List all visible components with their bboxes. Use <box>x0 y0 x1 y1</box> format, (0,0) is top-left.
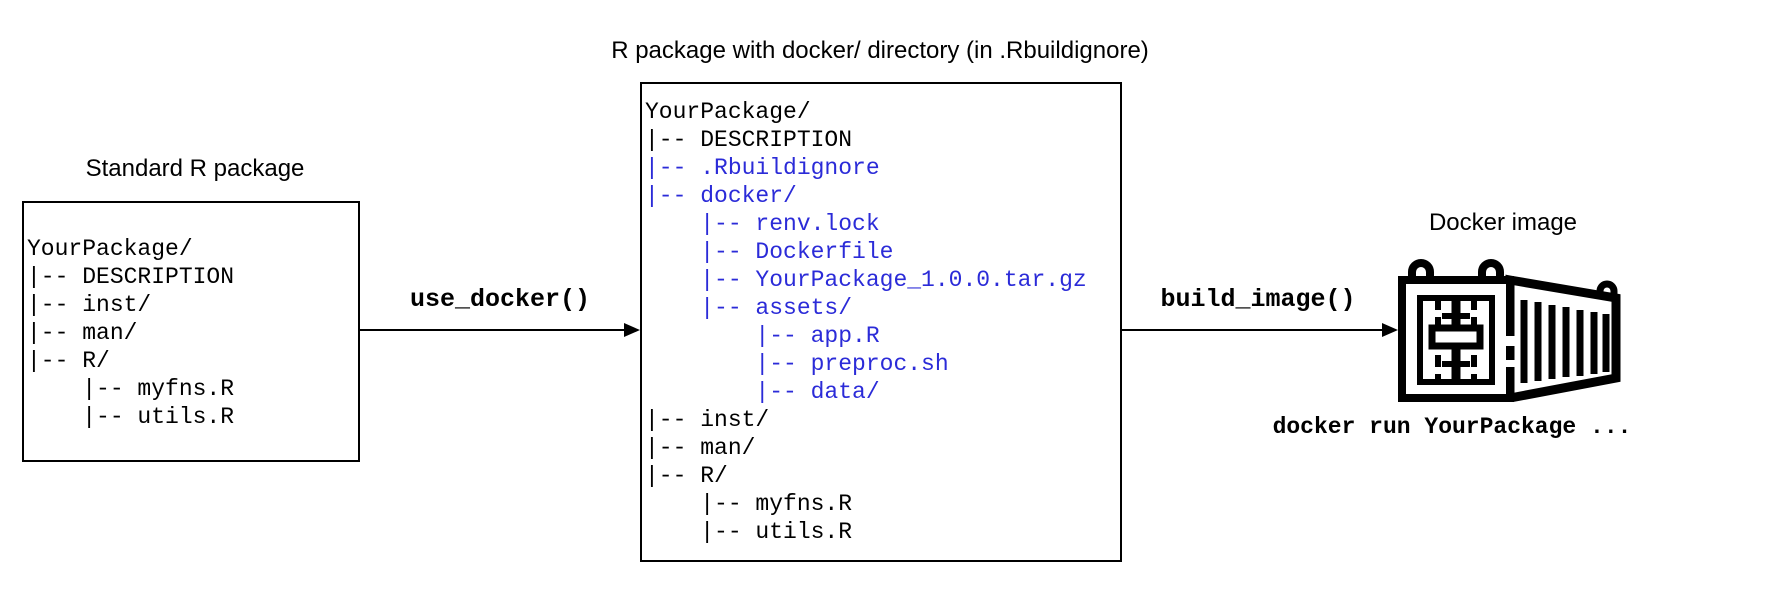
left-package-tree: YourPackage/|-- DESCRIPTION|-- inst/|-- … <box>24 203 358 431</box>
build-image-arrow <box>1122 323 1398 337</box>
middle-package-tree: YourPackage/|-- DESCRIPTION|-- .Rbuildig… <box>642 84 1120 546</box>
use-docker-arrow-label: use_docker() <box>409 285 591 314</box>
tree-line: |-- YourPackage_1.0.0.tar.gz <box>645 267 1087 293</box>
tree-line: |-- man/ <box>27 320 138 346</box>
tree-line: |-- preproc.sh <box>645 351 949 377</box>
tree-line: YourPackage/ <box>645 99 811 125</box>
tree-line: |-- myfns.R <box>27 376 235 402</box>
tree-line: |-- myfns.R <box>645 491 853 517</box>
docker-image-title: Docker image <box>1428 209 1578 236</box>
tree-line: |-- Dockerfile <box>645 239 894 265</box>
left-package-title: Standard R package <box>85 155 305 182</box>
tree-line: YourPackage/ <box>27 236 193 262</box>
tree-line: |-- app.R <box>645 323 880 349</box>
tree-line: |-- inst/ <box>27 292 152 318</box>
docker-run-caption: docker run YourPackage ... <box>1272 414 1632 440</box>
tree-line: |-- R/ <box>645 463 728 489</box>
middle-package-title: R package with docker/ directory (in .Rb… <box>611 37 1149 64</box>
tree-line: |-- R/ <box>27 348 110 374</box>
build-image-arrow-label: build_image() <box>1160 285 1356 314</box>
tree-line: |-- DESCRIPTION <box>645 127 853 153</box>
tree-line: |-- inst/ <box>645 407 770 433</box>
tree-line: |-- utils.R <box>27 404 235 430</box>
tree-line: |-- data/ <box>645 379 880 405</box>
tree-line: |-- assets/ <box>645 295 853 321</box>
left-package-box: YourPackage/|-- DESCRIPTION|-- inst/|-- … <box>22 201 360 462</box>
tree-line: |-- renv.lock <box>645 211 880 237</box>
tree-line: |-- .Rbuildignore <box>645 155 880 181</box>
shipping-container-icon <box>1398 259 1621 402</box>
tree-line: |-- DESCRIPTION <box>27 264 235 290</box>
tree-line: |-- docker/ <box>645 183 797 209</box>
use-docker-arrow <box>358 323 640 337</box>
middle-package-box: YourPackage/|-- DESCRIPTION|-- .Rbuildig… <box>640 82 1122 562</box>
tree-line: |-- man/ <box>645 435 756 461</box>
tree-line: |-- utils.R <box>645 519 853 545</box>
